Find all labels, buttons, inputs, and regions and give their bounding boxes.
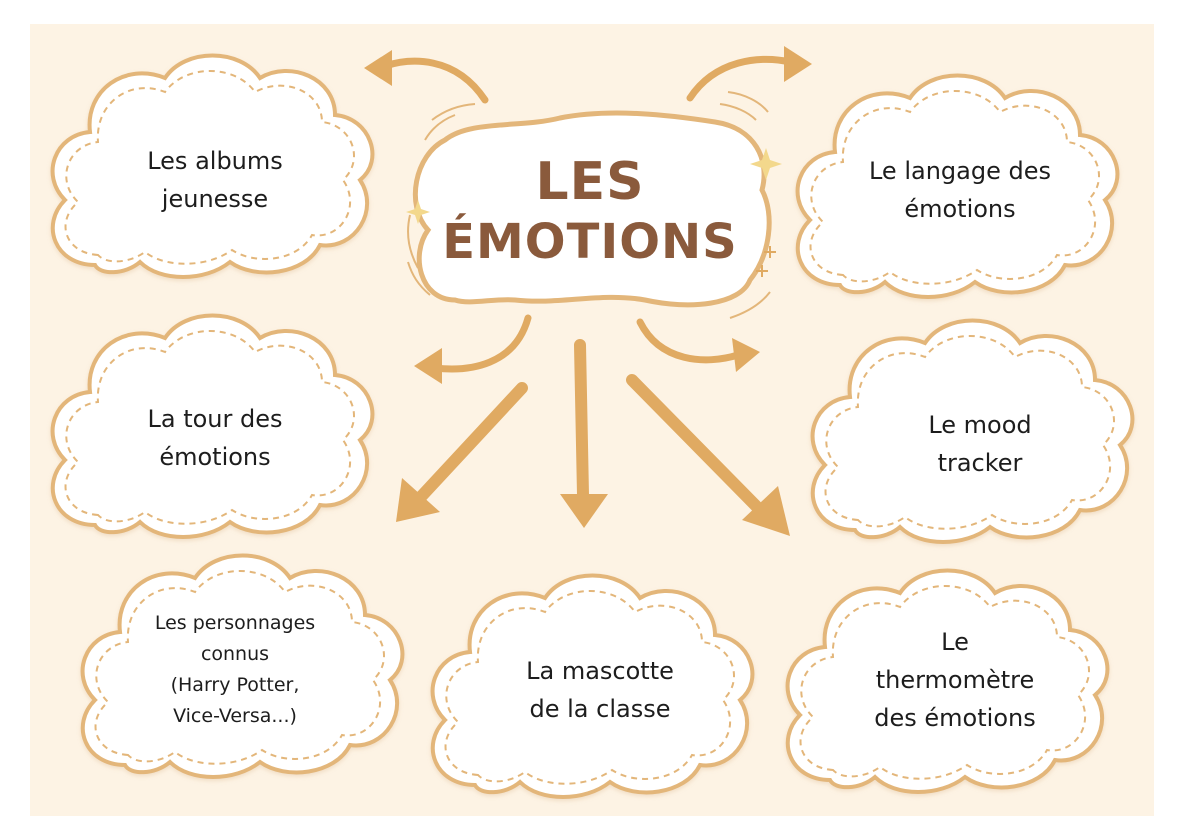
arrow-to-albums (364, 50, 489, 104)
cloud-mascotte (430, 573, 755, 799)
sparkle-icon (406, 148, 782, 224)
cloud-mood (810, 318, 1135, 544)
arrow-to-mood (636, 318, 760, 372)
arrow-to-langage (686, 46, 812, 102)
cloud-langage (795, 73, 1120, 299)
plus-sparkle-icon (756, 246, 776, 277)
topic-personnages: Les personnages connus (Harry Potter, Vi… (154, 612, 316, 727)
cloud-albums (50, 53, 375, 279)
topic-albums: Les albums jeunesse (147, 147, 283, 213)
cloud-personnages (80, 553, 405, 779)
title-line-2: ÉMOTIONS (442, 214, 738, 270)
arrow-to-mascotte (560, 339, 608, 528)
title-frame (407, 91, 772, 319)
cloud-tour (50, 313, 375, 539)
title-line-1: LES (535, 152, 645, 212)
arrow-to-thermometre (626, 374, 790, 536)
topic-mood: Le mood tracker (928, 411, 1032, 477)
topic-tour: La tour des émotions (147, 405, 283, 471)
topic-thermometre: Le thermomètre des émotions (874, 628, 1036, 732)
topic-langage: Le langage des émotions (868, 157, 1051, 223)
topic-mascotte: La mascotte de la classe (526, 657, 674, 723)
arrow-to-tour (414, 314, 532, 384)
cloud-thermometre (785, 568, 1110, 794)
arrow-to-personnages (396, 382, 528, 522)
